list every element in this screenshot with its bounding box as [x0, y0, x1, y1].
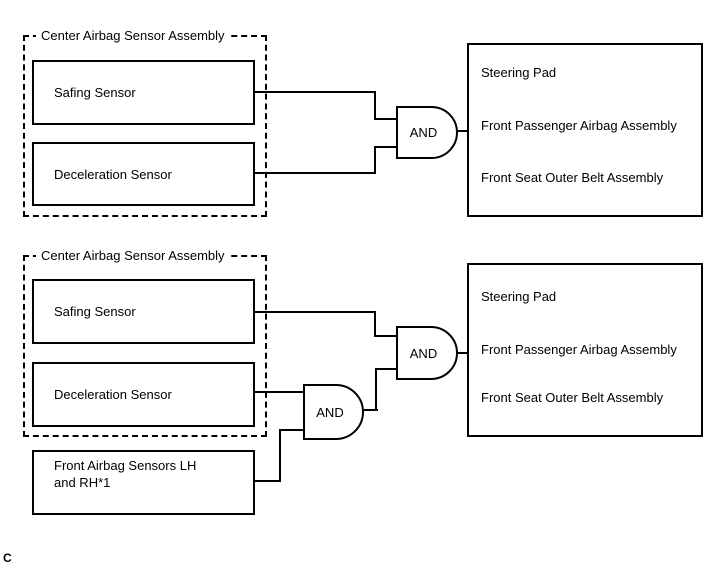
wire-bottom-safing-down — [374, 311, 376, 337]
wire-bottom-gate1-output — [362, 409, 378, 411]
wire-bottom-gate2-input2 — [375, 368, 398, 370]
wire-top-gate-input1 — [374, 118, 398, 120]
assembly-title: Center Airbag Sensor Assembly — [36, 248, 230, 264]
footnote-marker-c: C — [3, 551, 12, 565]
output-front-seat-outer-belt: Front Seat Outer Belt Assembly — [481, 390, 664, 405]
safing-sensor-box-bottom: Safing Sensor — [32, 279, 255, 344]
and-gate-top: AND — [396, 106, 458, 159]
wire-bottom-decel-out — [255, 391, 305, 393]
and-gate-label: AND — [316, 404, 344, 420]
wire-bottom-gate2-output — [456, 352, 469, 354]
output-front-passenger-airbag: Front Passenger Airbag Assembly — [481, 342, 677, 357]
output-box-bottom: Steering Pad Front Passenger Airbag Asse… — [467, 263, 703, 437]
output-steering-pad: Steering Pad — [481, 289, 557, 304]
wire-bottom-gate2-input1 — [374, 335, 398, 337]
front-airbag-sensors-label-line2: and RH*1 — [54, 475, 111, 490]
and-gate-label: AND — [409, 345, 438, 361]
wire-top-decel-up — [374, 147, 376, 174]
safing-sensor-box-top: Safing Sensor — [32, 60, 255, 125]
wire-top-gate-output — [456, 130, 469, 132]
front-airbag-sensors-box: Front Airbag Sensors LH and RH*1 — [32, 450, 255, 515]
deceleration-sensor-box-top: Deceleration Sensor — [32, 142, 255, 206]
safing-sensor-label: Safing Sensor — [54, 85, 136, 100]
wire-top-safing-down — [374, 91, 376, 120]
output-box-top: Steering Pad Front Passenger Airbag Asse… — [467, 43, 703, 217]
and-gate-bottom-first: AND — [303, 384, 364, 440]
output-front-passenger-airbag: Front Passenger Airbag Assembly — [481, 118, 677, 133]
center-airbag-sensor-assembly-top: Center Airbag Sensor Assembly — [23, 28, 267, 217]
center-airbag-sensor-assembly-bottom: Center Airbag Sensor Assembly — [23, 248, 267, 437]
wire-bottom-safing-out — [255, 311, 376, 313]
wire-bottom-gate1-up — [375, 368, 377, 411]
wire-bottom-front-airbag-up — [279, 429, 281, 482]
wire-bottom-gate1-input2 — [279, 429, 305, 431]
output-front-seat-outer-belt: Front Seat Outer Belt Assembly — [481, 170, 664, 185]
deceleration-sensor-box-bottom: Deceleration Sensor — [32, 362, 255, 427]
assembly-title: Center Airbag Sensor Assembly — [36, 28, 230, 44]
and-gate-label: AND — [409, 125, 438, 140]
deceleration-sensor-label: Deceleration Sensor — [54, 387, 172, 402]
front-airbag-sensors-label-line1: Front Airbag Sensors LH — [54, 458, 197, 473]
wire-top-gate-input2 — [374, 146, 398, 148]
deceleration-sensor-label: Deceleration Sensor — [54, 166, 172, 182]
wire-bottom-front-airbag-out — [255, 480, 281, 482]
wire-top-decel-out — [255, 172, 376, 174]
wire-top-safing-out — [255, 91, 376, 93]
safing-sensor-label: Safing Sensor — [54, 304, 136, 319]
and-gate-bottom-second: AND — [396, 326, 458, 380]
output-steering-pad: Steering Pad — [481, 65, 557, 80]
